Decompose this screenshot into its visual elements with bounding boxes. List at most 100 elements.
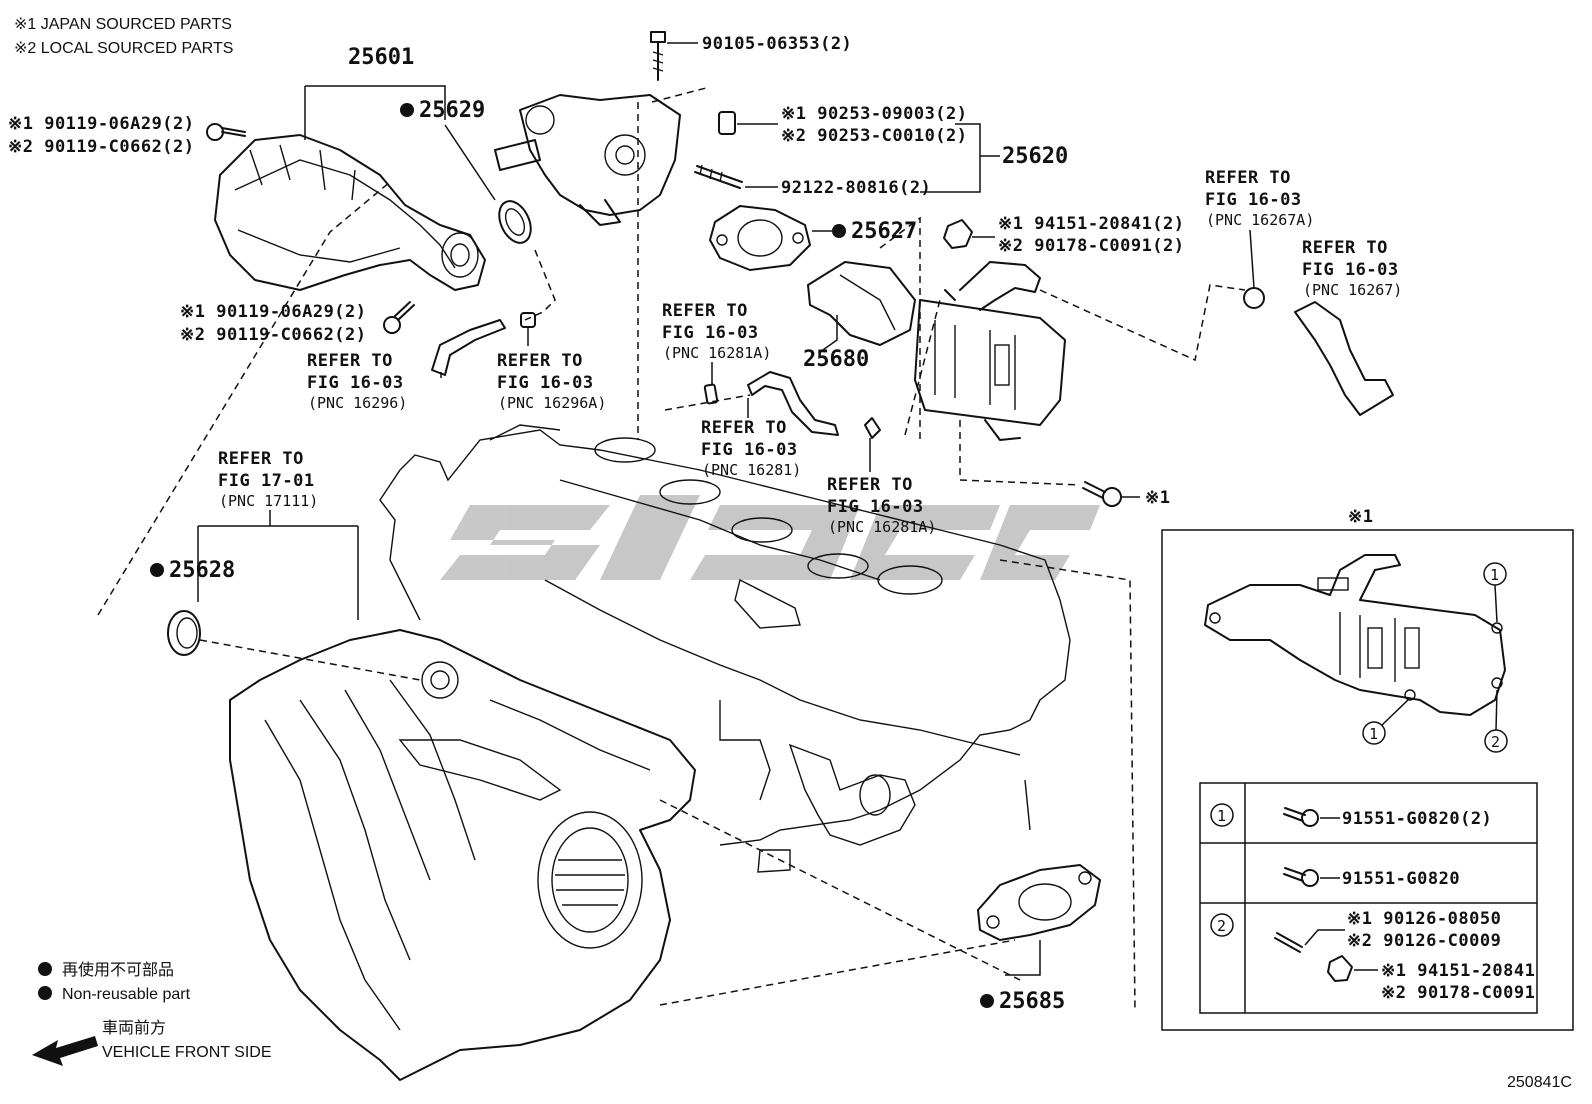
svg-text:REFER TO: REFER TO [497,351,583,371]
svg-text:FIG 16-03: FIG 16-03 [827,497,924,517]
svg-text:REFER TO: REFER TO [1302,238,1388,258]
table-row-1: 1 91551-G0820(2) [1210,803,1492,829]
label-25685: 25685 [999,989,1065,1014]
svg-text:(PNC 16281A): (PNC 16281A) [828,518,936,536]
label-pin-2: ※2 90253-C0010(2) [781,126,968,146]
bracket-25601 [304,85,446,140]
label-bolt-left-b1: ※1 90119-06A29(2) [180,302,367,322]
ref-16296a[interactable]: REFER TO FIG 16-03 (PNC 16296A) [497,351,606,412]
hose-16281[interactable] [747,371,839,436]
svg-text:91551-G0820: 91551-G0820 [1342,869,1460,889]
egr-pipe-25601[interactable] [214,134,486,291]
ref-16281a-left[interactable]: REFER TO FIG 16-03 (PNC 16281A) [662,301,771,362]
inset-box: ※1 1 1 2 [1161,507,1574,1031]
hose-16296[interactable] [431,319,506,376]
clamp-16296a[interactable] [520,312,536,328]
label-bolt-left-a1: ※1 90119-06A29(2) [8,114,195,134]
bolt-90119-lower[interactable] [383,301,415,334]
svg-text:FIG 16-03: FIG 16-03 [497,373,594,393]
svg-text:※1 90126-08050: ※1 90126-08050 [1347,909,1501,929]
svg-text:※1 94151-20841: ※1 94151-20841 [1381,961,1535,981]
ref-16267[interactable]: REFER TO FIG 16-03 (PNC 16267) [1302,238,1402,299]
egr-valve-25620[interactable] [494,94,681,226]
bolt-90105-06353[interactable] [650,31,666,81]
clamp-16267a[interactable] [1243,287,1265,309]
legend: 再使用不可部品 Non-reusable part 車両前方 VEHICLE F… [32,961,272,1066]
inset-title: ※1 [1348,507,1373,527]
bracket-ref-17111 [197,510,359,620]
svg-text:※2 90126-C0009: ※2 90126-C0009 [1347,931,1501,951]
pin-90253[interactable] [718,111,736,135]
svg-text:REFER TO: REFER TO [218,449,304,469]
gasket-25629[interactable] [493,196,537,248]
non-reusable-dot-25685 [980,994,994,1008]
gasket-25685[interactable] [977,864,1101,941]
label-25628: 25628 [169,558,235,583]
gasket-25628[interactable] [167,610,201,656]
legend-nonreusable-jp: 再使用不可部品 [62,961,174,979]
front-arrow-icon [32,1036,98,1066]
table-row-3: 2 ※1 90126-08050 ※2 90126-C0009 ※1 94151… [1210,909,1535,1003]
clamp-16281a-right[interactable] [864,417,881,439]
svg-text:FIG 16-03: FIG 16-03 [701,440,798,460]
svg-text:1: 1 [1490,566,1499,584]
egr-cooler-25680[interactable] [807,261,1066,441]
note-local-sourced: ※2 LOCAL SOURCED PARTS [14,40,233,57]
svg-text:FIG 16-03: FIG 16-03 [1205,190,1302,210]
svg-text:2: 2 [1491,733,1500,751]
svg-text:※2 90178-C0091: ※2 90178-C0091 [1381,983,1535,1003]
legend-dot-en [38,986,52,1000]
leader-25629 [444,124,496,201]
label-pin-1: ※1 90253-09003(2) [781,104,968,124]
label-nut-2: ※2 90178-C0091(2) [998,236,1185,256]
leader-25680 [819,315,838,353]
nut-94151[interactable] [943,219,973,249]
label-25601: 25601 [348,45,414,70]
dashed-guides [97,87,1246,1011]
ref-16267a[interactable]: REFER TO FIG 16-03 (PNC 16267A) [1205,168,1314,229]
svg-text:REFER TO: REFER TO [827,475,913,495]
label-bolt-left-b2: ※2 90119-C0662(2) [180,325,367,345]
note-japan-sourced: ※1 JAPAN SOURCED PARTS [14,16,232,33]
inset-callout-1-bottom: 1 [1362,699,1409,745]
inset-callout-1-top: 1 [1483,562,1507,623]
inset-parts-table: 1 91551-G0820(2) 91551-G0820 2 ※1 90126-… [1199,782,1538,1014]
legend-dot-jp [38,962,52,976]
non-reusable-dot-25629 [400,103,414,117]
svg-text:(PNC 16296A): (PNC 16296A) [498,394,606,412]
ref-16296[interactable]: REFER TO FIG 16-03 (PNC 16296) [307,351,407,412]
svg-text:(PNC 16281): (PNC 16281) [702,461,801,479]
svg-text:91551-G0820(2): 91551-G0820(2) [1342,809,1492,829]
svg-text:FIG 16-03: FIG 16-03 [307,373,404,393]
svg-text:1: 1 [1369,725,1378,743]
svg-text:(PNC 17111): (PNC 17111) [219,492,318,510]
leader-25685 [1005,940,1041,976]
intake-manifold[interactable] [229,629,696,1081]
label-bolt-top: 90105-06353(2) [702,34,852,54]
ref-17111[interactable]: REFER TO FIG 17-01 (PNC 17111) [218,449,318,510]
label-25620: 25620 [1002,144,1068,169]
label-nut-1: ※1 94151-20841(2) [998,214,1185,234]
svg-text:(PNC 16296): (PNC 16296) [308,394,407,412]
gasket-25627[interactable] [709,205,811,271]
stud-92122[interactable] [694,164,743,189]
svg-text:REFER TO: REFER TO [662,301,748,321]
svg-text:(PNC 16267): (PNC 16267) [1303,281,1402,299]
label-25627: 25627 [851,219,917,244]
svg-text:REFER TO: REFER TO [701,418,787,438]
table-row-2: 91551-G0820 [1283,867,1460,889]
svg-text:2: 2 [1217,917,1226,935]
bracket-25620 [920,123,1000,193]
non-reusable-dot-25628 [150,563,164,577]
clamp-16281a-left[interactable] [703,383,719,405]
inset-callout-2: 2 [1484,689,1508,753]
bolt-90119-upper[interactable] [206,123,246,141]
bolt-mark-1[interactable] [1082,481,1122,507]
cylinder-head-outline [379,424,1071,873]
ref-16281[interactable]: REFER TO FIG 16-03 (PNC 16281) [701,418,801,479]
label-stud: 92122-80816(2) [781,178,931,198]
hose-16267[interactable] [1294,301,1394,416]
label-25629: 25629 [419,98,485,123]
svg-text:REFER TO: REFER TO [1205,168,1291,188]
